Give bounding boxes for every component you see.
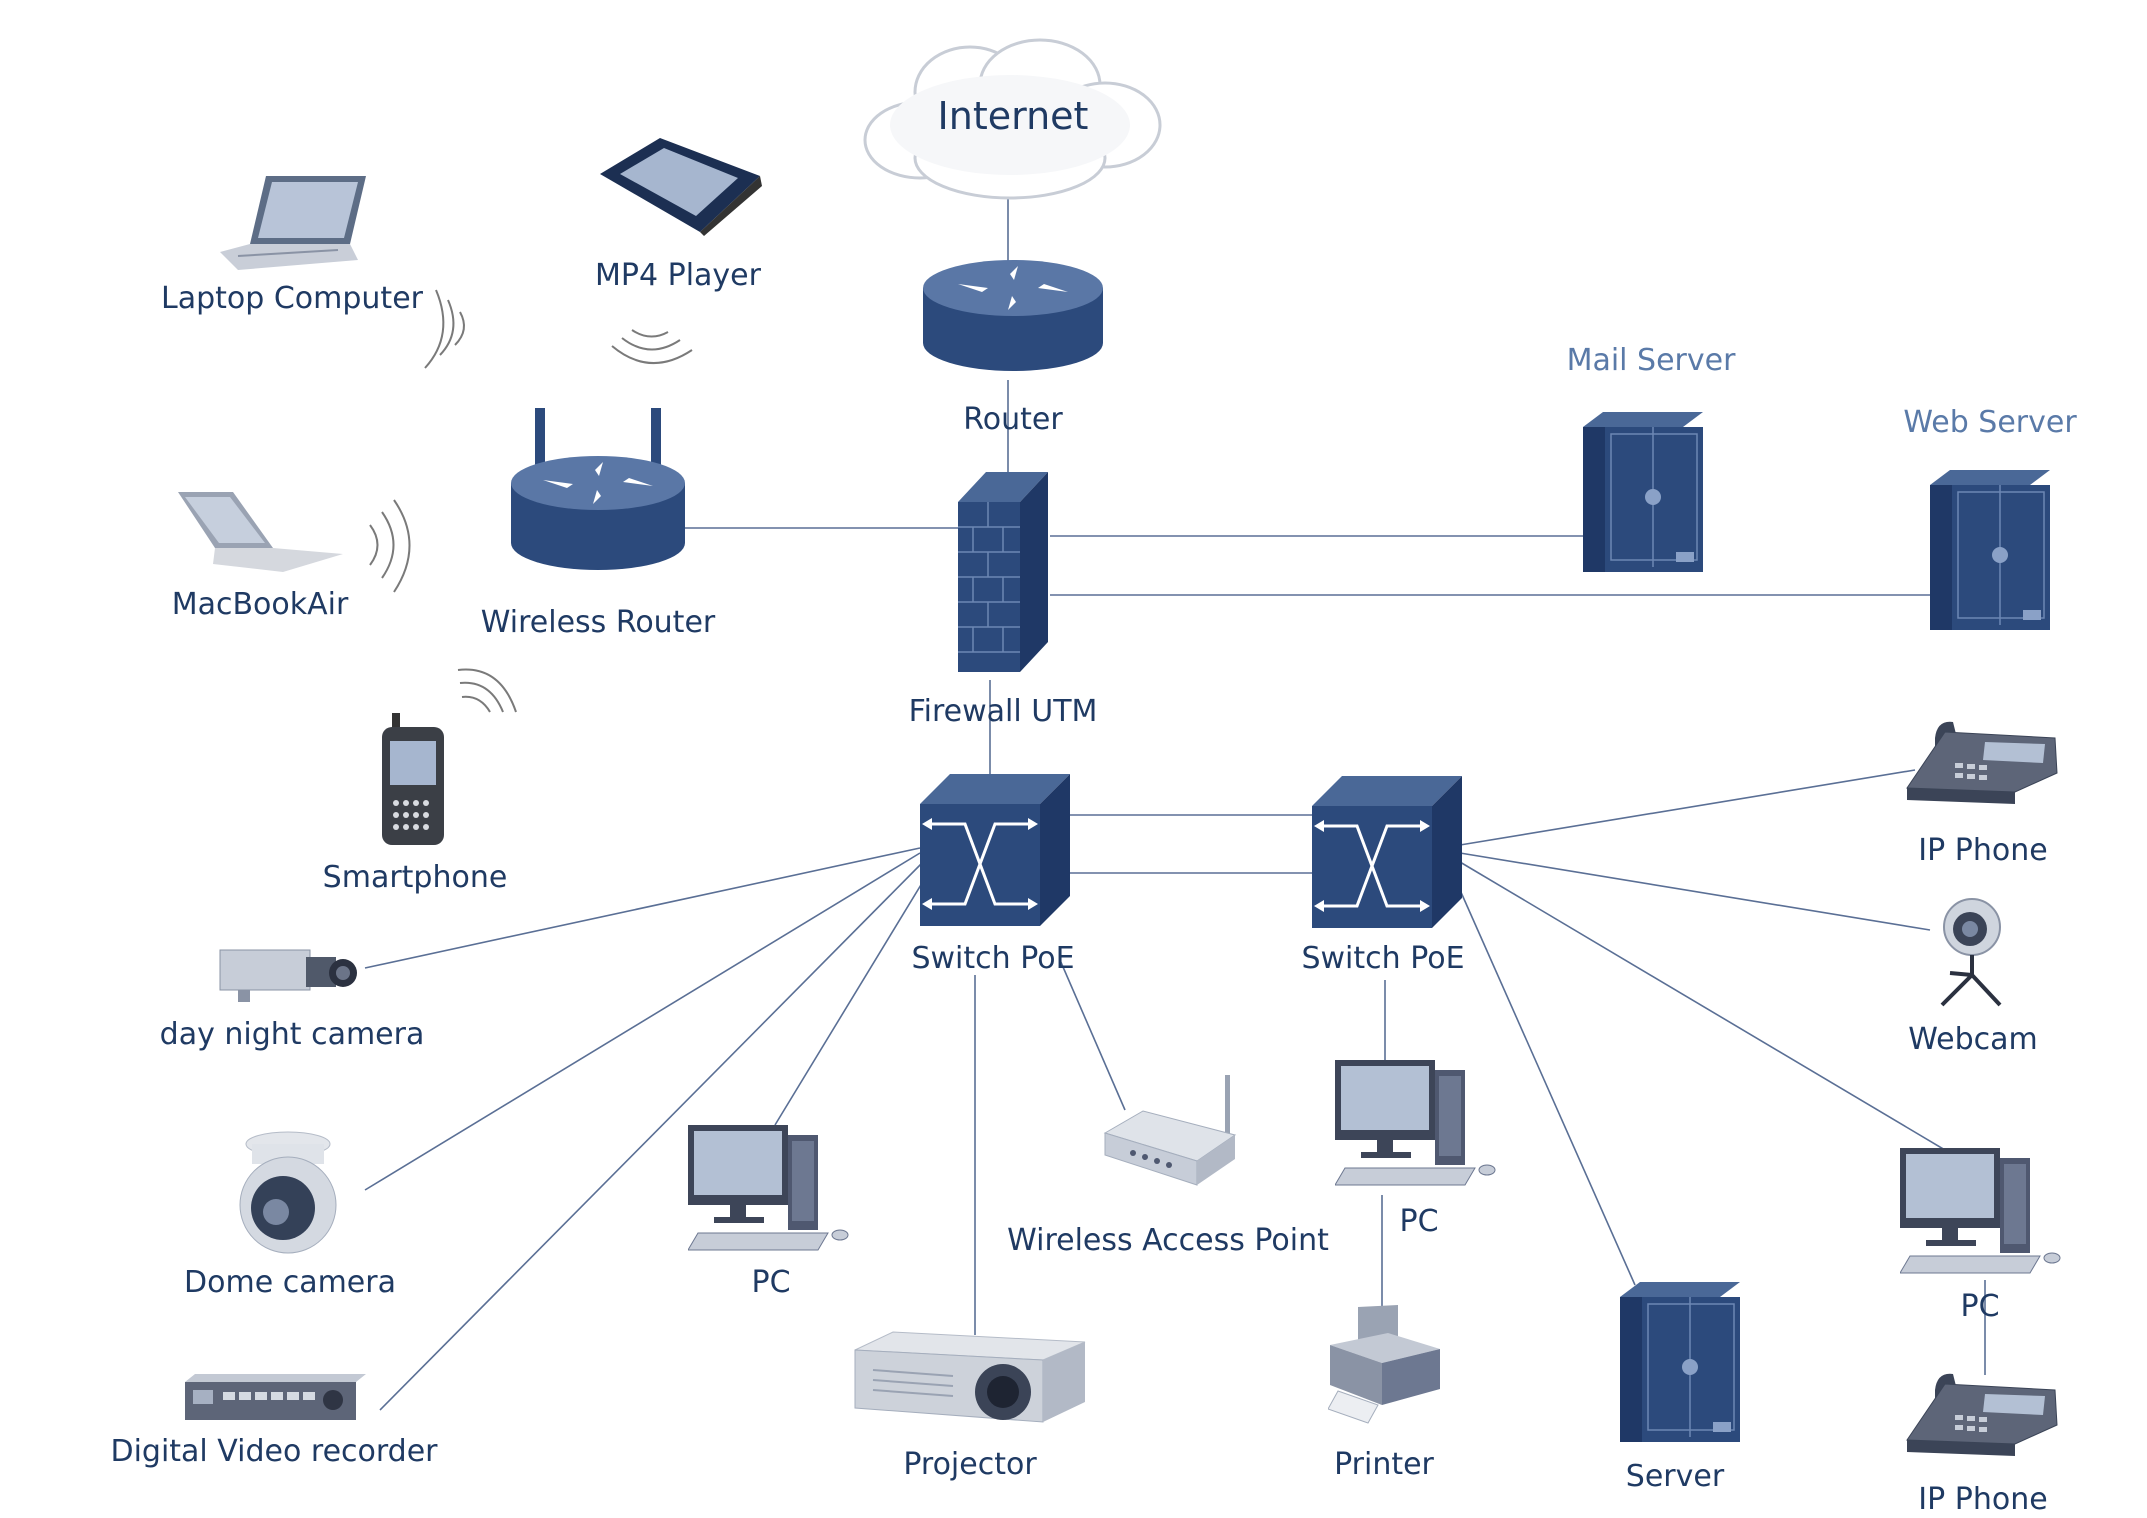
line-s1-dome bbox=[364, 852, 921, 1191]
smartphone-icon bbox=[382, 713, 444, 845]
camera-icon bbox=[219, 949, 357, 1002]
wap-label: Wireless Access Point bbox=[1007, 1223, 1329, 1258]
macbook-icon bbox=[178, 492, 343, 572]
server-icon bbox=[1620, 1282, 1740, 1442]
macbook-label: MacBookAir bbox=[171, 587, 349, 622]
wireless-router-label: Wireless Router bbox=[480, 605, 716, 640]
web-server-icon bbox=[1930, 470, 2050, 630]
mail-server-icon bbox=[1583, 412, 1703, 572]
cloud-icon bbox=[863, 38, 1162, 200]
access-point-icon bbox=[1103, 1075, 1237, 1186]
mp4-label: MP4 Player bbox=[595, 258, 761, 293]
line-s1-daynight bbox=[364, 847, 921, 969]
router-label: Router bbox=[963, 402, 1063, 437]
web-server-label: Web Server bbox=[1903, 405, 2077, 440]
pc3-label: PC bbox=[1960, 1289, 2000, 1324]
switch-icon-2 bbox=[1312, 776, 1462, 928]
wireless-router-icon bbox=[511, 408, 685, 570]
ipphone1-label: IP Phone bbox=[1918, 833, 2048, 868]
pc2-label: PC bbox=[1399, 1204, 1439, 1239]
pc-icon-2 bbox=[1335, 1060, 1496, 1186]
projector-icon bbox=[854, 1331, 1086, 1423]
firewall-icon bbox=[958, 472, 1048, 672]
dvr-label: Digital Video recorder bbox=[110, 1434, 438, 1469]
ipphone2-label: IP Phone bbox=[1918, 1482, 2048, 1517]
dome-label: Dome camera bbox=[184, 1265, 396, 1300]
webcam-icon bbox=[1940, 898, 2002, 1007]
line-s2-pc3 bbox=[1459, 861, 1946, 1151]
ip-phone-icon-1 bbox=[1906, 721, 2058, 804]
switch-icon-1 bbox=[920, 774, 1070, 926]
line-s2-ipphone1 bbox=[1459, 769, 1916, 846]
pc-icon-3 bbox=[1900, 1148, 2061, 1274]
switch2-label: Switch PoE bbox=[1301, 941, 1465, 976]
firewall-label: Firewall UTM bbox=[908, 694, 1098, 729]
server-label: Server bbox=[1625, 1459, 1725, 1494]
laptop-label: Laptop Computer bbox=[161, 281, 423, 316]
daynight-label: day night camera bbox=[159, 1017, 425, 1052]
line-s1-dvr bbox=[379, 859, 926, 1411]
mp4-player-icon bbox=[600, 138, 762, 236]
webcam-label: Webcam bbox=[1908, 1022, 2038, 1057]
printer-label: Printer bbox=[1334, 1447, 1434, 1482]
internet-label: Internet bbox=[937, 94, 1089, 138]
projector-label: Projector bbox=[903, 1447, 1037, 1482]
mail-server-label: Mail Server bbox=[1566, 343, 1736, 378]
line-s1-pc1 bbox=[774, 869, 931, 1126]
router-icon bbox=[923, 260, 1103, 371]
switch1-label: Switch PoE bbox=[911, 941, 1075, 976]
dome-camera-icon bbox=[239, 1131, 337, 1254]
line-s2-server bbox=[1459, 889, 1636, 1286]
dvr-icon bbox=[185, 1374, 366, 1420]
wireless-waves bbox=[369, 289, 693, 713]
line-s2-webcam bbox=[1459, 852, 1931, 931]
printer-icon bbox=[1328, 1305, 1440, 1424]
laptop-icon bbox=[220, 176, 366, 270]
smartphone-label: Smartphone bbox=[322, 860, 508, 895]
pc1-label: PC bbox=[751, 1265, 791, 1300]
pc-icon-1 bbox=[688, 1125, 849, 1251]
ip-phone-icon-2 bbox=[1906, 1373, 2058, 1456]
line-s1-wap bbox=[1059, 959, 1126, 1111]
